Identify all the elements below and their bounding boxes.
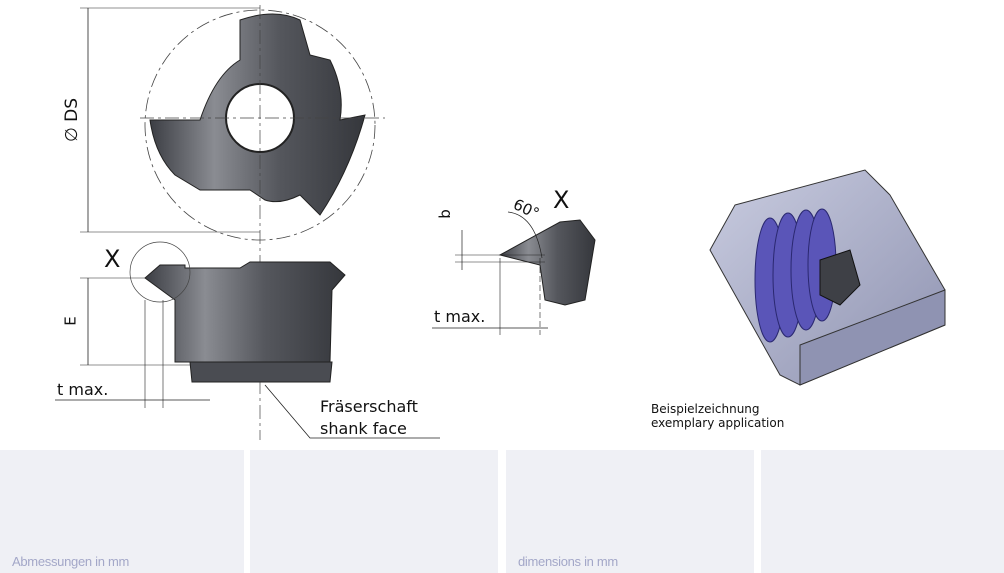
side-view xyxy=(55,241,440,439)
example-label-de: Beispielzeichnung xyxy=(651,402,760,416)
t-max-label: t max. xyxy=(57,380,109,399)
example-label-en: exemplary application xyxy=(651,416,785,430)
info-panel-2 xyxy=(250,450,498,573)
info-panel-1: Abmessungen in mm xyxy=(0,450,244,573)
dimensions-note-en: dimensions in mm xyxy=(518,554,618,569)
application-illustration xyxy=(709,169,946,386)
diameter-label: ∅ DS xyxy=(62,97,83,143)
dimensions-note-de: Abmessungen in mm xyxy=(12,554,130,569)
detail-x-title: X xyxy=(553,186,570,214)
shank-face-label-de: Fräserschaft xyxy=(320,397,418,416)
technical-drawing xyxy=(55,5,946,440)
t-max-detail-label: t max. xyxy=(434,307,486,326)
info-panel-4 xyxy=(761,450,1004,573)
shank-face-label-en: shank face xyxy=(320,419,407,438)
e-label: E xyxy=(61,316,80,326)
b-label: b xyxy=(435,209,454,219)
top-view xyxy=(80,5,385,440)
detail-x-marker: X xyxy=(104,245,121,273)
detail-x xyxy=(432,211,596,335)
info-panel-3: dimensions in mm xyxy=(506,450,754,573)
